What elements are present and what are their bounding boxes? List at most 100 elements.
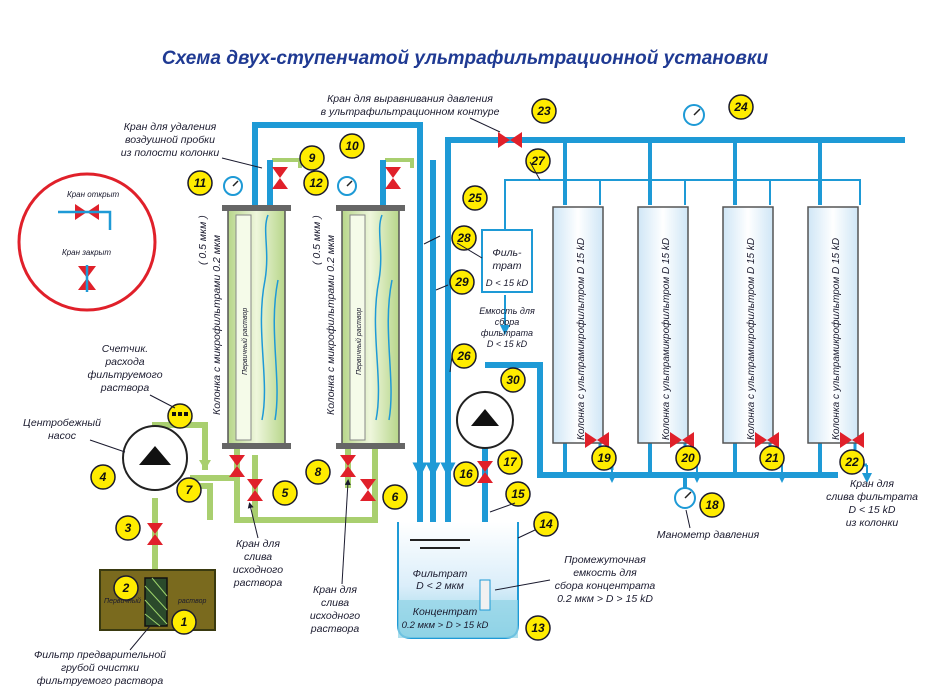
uf-col-2-label: Колонка с ультрамикрофильтром D 15 kD [660,238,672,440]
number-badge-21: 21 [759,445,785,471]
sump-label-left: Первичный [104,597,141,605]
svg-text:D < 15 kD: D < 15 kD [487,339,528,349]
svg-text:слива: слива [244,551,272,563]
valve-icon [272,167,288,189]
number-badge-6: 6 [382,484,408,510]
number-badge-label: 20 [680,451,695,465]
number-badge-label: 21 [764,451,779,465]
number-badge-1: 1 [171,609,197,635]
tank-filtrate-l1: Фильтрат [413,568,468,580]
uf-col-3-label: Колонка с ультрамикрофильтром D 15 kD [745,238,757,440]
number-badge-2: 2 [113,575,139,601]
legend-open-label: Кран открыт [67,190,119,199]
valve-icon [585,432,609,448]
number-badge-19: 19 [591,445,617,471]
svg-text:Кран для: Кран для [236,538,280,550]
pump-icon [456,391,514,449]
svg-text:исходного: исходного [233,564,283,576]
number-badge-28: 28 [451,225,477,251]
svg-text:Манометр давления: Манометр давления [657,529,760,541]
number-badge-5: 5 [272,480,298,506]
drain-source-1-label: Кран для слива исходного раствора [233,502,283,589]
svg-text:Кран для удаления: Кран для удаления [124,121,217,133]
valve-icon [840,432,864,448]
svg-text:сбора: сбора [495,317,520,327]
filtrate-tank-label: Емкость для сбора фильтрата D < 15 kD [479,306,535,349]
pump-label: Центробежный насос [23,417,126,453]
number-badge-label: 10 [345,139,359,153]
drain-source-2-label: Кран для слива исходного раствора [310,479,360,635]
svg-text:Центробежный: Центробежный [23,417,101,429]
number-badge-label: 26 [456,349,471,363]
number-badge-label: 16 [459,467,473,481]
svg-text:0.2 мкм > D > 15 kD: 0.2 мкм > D > 15 kD [557,593,653,605]
number-badge-16: 16 [453,461,479,487]
number-badge-label: 18 [705,498,719,512]
svg-text:емкость для: емкость для [573,567,637,579]
valve-icon [670,432,694,448]
svg-text:фильтрата: фильтрата [481,328,533,338]
number-badge-9: 9 [299,145,325,171]
counter-label: Счетчик. расхода фильтруемого раствора [87,343,176,409]
svg-text:Промежуточная: Промежуточная [564,554,646,566]
gauge-icon [683,104,705,126]
valve-legend: Кран открыт Кран закрыт [17,172,157,312]
number-badge-label: 13 [531,621,545,635]
pump-icon [122,425,188,491]
uf-col-1-label: Колонка с ультрамикрофильтром D 15 kD [575,238,587,440]
number-badge-14: 14 [533,511,559,537]
number-badge-label: 11 [194,176,207,190]
number-badge-label: 6 [392,490,399,504]
number-badge-label: 14 [539,517,553,531]
number-badge-label: 15 [511,487,525,501]
valve-icon [147,523,163,545]
svg-text:фильтруемого раствора: фильтруемого раствора [37,675,164,687]
primary-solution-2: Первичный раствор [355,308,363,375]
svg-text:раствора: раствора [100,382,150,394]
valve-icon [229,455,245,477]
svg-text:Счетчик.: Счетчик. [102,343,148,355]
svg-text:из полости колонки: из полости колонки [121,147,220,159]
micro-col-1b-label: ( 0.5 мкм ) [197,215,209,265]
manometer-label: Манометр давления [657,509,760,541]
number-badge-label: 23 [536,104,551,118]
svg-text:грубой очистки: грубой очистки [61,662,139,674]
conc-tank-label: Промежуточная емкость для сбора концентр… [494,554,655,605]
number-badge-label: 17 [503,455,518,469]
svg-text:слива фильтрата: слива фильтрата [826,491,918,503]
number-badge-label: 1 [181,615,188,629]
number-badge-17: 17 [497,449,523,475]
number-badge-label: 25 [467,191,482,205]
flow-counter-icon [167,403,193,429]
number-badge-label: 4 [99,470,107,484]
tank-concentrate-l2: 0.2 мкм > D > 15 kD [402,620,489,631]
svg-text:раствора: раствора [310,623,360,635]
number-badge-15: 15 [505,481,531,507]
svg-text:слива: слива [321,597,349,609]
number-badge-label: 3 [125,521,132,535]
number-badge-label: 28 [456,231,471,245]
svg-text:Кран для: Кран для [313,584,357,596]
svg-text:фильтруемого: фильтруемого [87,369,162,381]
svg-text:Кран для выравнивания давления: Кран для выравнивания давления [327,93,493,105]
svg-text:Кран для: Кран для [850,478,894,490]
number-badge-29: 29 [449,269,475,295]
number-badge-label: 22 [844,455,859,469]
valve-icon [385,167,401,189]
sump-label-right: раствор [177,598,207,605]
number-badge-label: 8 [315,465,322,479]
number-badge-label: 24 [733,100,748,114]
pressure-valve-label: Кран для выравнивания давления в ультраф… [321,93,501,133]
number-badge-18: 18 [699,492,725,518]
badge-leaders [423,161,541,539]
uf-columns [552,206,859,444]
number-badge-label: 7 [186,483,194,497]
air-valve-label: Кран для удаления воздушной пробки из по… [121,121,263,169]
number-badge-7: 7 [176,477,202,503]
number-badge-23: 23 [531,98,557,124]
svg-text:Фильтр предварительной: Фильтр предварительной [34,649,166,661]
valve-icon [360,479,376,501]
svg-text:в ультрафильтрационном контуре: в ультрафильтрационном контуре [321,106,500,118]
number-badge-25: 25 [462,185,488,211]
